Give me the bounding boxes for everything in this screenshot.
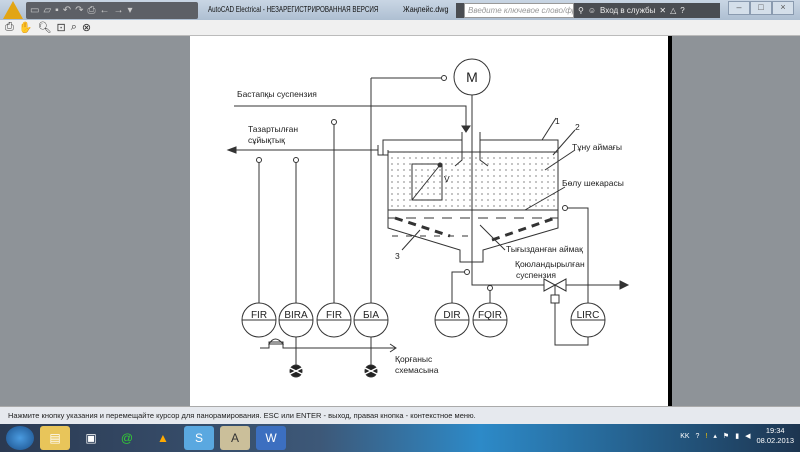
feed-label: Бастапқы суспензия bbox=[237, 89, 317, 99]
clock-date: 08.02.2013 bbox=[756, 436, 794, 445]
close-button[interactable]: × bbox=[772, 1, 794, 15]
window-title: AutoCAD Electrical - НЕЗАРЕГИСТРИРОВАННА… bbox=[208, 5, 379, 14]
undo-icon[interactable]: ↶ bbox=[62, 5, 72, 16]
aimp-icon[interactable]: ▲ bbox=[157, 431, 169, 445]
svg-text:DIR: DIR bbox=[443, 310, 460, 321]
svg-text:FIR: FIR bbox=[326, 310, 342, 321]
settling-zone-fill bbox=[388, 152, 558, 210]
svg-text:LIRC: LIRC bbox=[577, 310, 600, 321]
print-icon[interactable]: ⎙ bbox=[87, 5, 96, 16]
svg-text:БІА: БІА bbox=[363, 310, 379, 321]
skype-icon[interactable]: S bbox=[184, 426, 214, 450]
velocity-label: V bbox=[444, 174, 450, 184]
explorer-icon[interactable]: ▤ bbox=[40, 426, 70, 450]
settling-zone-label: Тұну аймағы bbox=[572, 142, 622, 152]
instrument-bia: БІА bbox=[353, 302, 389, 338]
zoom-previous-icon[interactable]: ⌕ bbox=[70, 21, 77, 33]
clarified-label-1: Тазартылған bbox=[248, 124, 298, 134]
title-bar: ▭▱▪↶↷⎙←→▾ AutoCAD Electrical - НЕЗАРЕГИС… bbox=[0, 0, 800, 20]
file-name: Жаңпейс.dwg bbox=[403, 5, 449, 14]
protection-label-1: Қорғаныс bbox=[395, 354, 433, 364]
motor-label: M bbox=[466, 69, 478, 85]
dropdown-icon[interactable]: ▾ bbox=[127, 5, 133, 16]
quick-access-toolbar: ▭▱▪↶↷⎙←→▾ bbox=[26, 2, 198, 19]
autocad-taskbar-icon[interactable]: A bbox=[220, 426, 250, 450]
pan-hand-icon[interactable]: ✋ bbox=[18, 22, 33, 34]
svg-text:FQIR: FQIR bbox=[478, 310, 502, 321]
network-icon[interactable]: ▮ bbox=[735, 433, 740, 440]
start-button[interactable] bbox=[6, 426, 34, 450]
instrument-fqir: FQIR bbox=[472, 302, 508, 338]
redo-icon[interactable]: ↷ bbox=[75, 5, 84, 16]
svg-text:BIRA: BIRA bbox=[284, 310, 308, 321]
label-3: 3 bbox=[395, 251, 400, 261]
close-preview-icon[interactable]: ⊗ bbox=[81, 22, 92, 34]
command-status-bar: Нажмите кнопку указания и перемещайте ку… bbox=[0, 406, 800, 424]
minimize-button[interactable]: – bbox=[728, 1, 750, 15]
new-icon[interactable]: ▭ bbox=[30, 5, 40, 16]
warning-icon[interactable]: ! bbox=[705, 432, 708, 440]
label-2: 2 bbox=[575, 122, 580, 132]
instrument-fir-1: FIR bbox=[241, 302, 277, 338]
back-icon[interactable]: ← bbox=[99, 5, 110, 16]
media-icon[interactable]: ▣ bbox=[85, 431, 97, 445]
thick-susp-label-1: Қоюландырылған bbox=[515, 259, 585, 269]
svg-text:FIR: FIR bbox=[251, 310, 267, 321]
volume-icon[interactable]: ◀ bbox=[745, 433, 751, 440]
thickened-zone-label: Тығызданған аймақ bbox=[506, 244, 583, 254]
show-hidden-icon[interactable]: ▴ bbox=[713, 433, 717, 440]
exchange-icon[interactable]: ✕ bbox=[659, 6, 667, 15]
help-tray-icon[interactable]: ? bbox=[695, 432, 700, 440]
word-icon[interactable]: W bbox=[256, 426, 286, 450]
thick-susp-label-2: суспензия bbox=[516, 270, 556, 280]
language-indicator[interactable]: KK bbox=[680, 432, 690, 440]
signal-lamp-icon bbox=[364, 364, 378, 378]
search-input[interactable]: Введите ключевое слово/фразу bbox=[464, 3, 574, 18]
forward-icon[interactable]: → bbox=[113, 5, 124, 16]
label-1: 1 bbox=[555, 116, 560, 126]
expand-arrow-icon[interactable] bbox=[456, 3, 464, 18]
open-icon[interactable]: ▱ bbox=[43, 5, 52, 16]
instrument-fir-2: FIR bbox=[316, 302, 352, 338]
user-icon[interactable]: ☺ bbox=[587, 6, 597, 15]
instrument-bira: BIRA bbox=[278, 302, 314, 338]
zoom-window-icon[interactable]: ⊡ bbox=[56, 22, 66, 34]
clarified-label-2: сұйықтық bbox=[248, 135, 285, 145]
save-icon[interactable]: ▪ bbox=[55, 5, 59, 16]
binoculars-icon[interactable]: ⚲ bbox=[578, 6, 584, 15]
help-icon[interactable]: ? bbox=[680, 6, 685, 15]
signal-lamp-icon bbox=[289, 364, 303, 378]
boundary-label: Бөлу шекарасы bbox=[562, 178, 624, 188]
instrument-dir: DIR bbox=[434, 302, 470, 338]
thickener-diagram: M Бастапқы суспензия V Тазартылған сұйық… bbox=[226, 58, 630, 378]
print-icon[interactable]: ⎙ bbox=[5, 21, 14, 33]
maximize-button[interactable]: □ bbox=[750, 1, 772, 15]
protection-label-2: схемасына bbox=[395, 365, 439, 375]
pan-toolbar: ⎙ ✋ 🔍︎ ⊡ ⌕ ⊗ bbox=[0, 20, 800, 36]
clock-time: 19:34 bbox=[765, 426, 785, 435]
zoom-icon[interactable]: 🔍︎ bbox=[37, 22, 52, 34]
instrument-lirc: LIRC bbox=[570, 302, 606, 338]
mail-agent-icon[interactable]: @ bbox=[120, 431, 134, 445]
signin-button[interactable]: Вход в службы bbox=[600, 6, 656, 15]
network-icon[interactable]: △ bbox=[670, 6, 677, 15]
flag-icon[interactable]: ⚑ bbox=[722, 433, 730, 440]
sheet-edge bbox=[668, 36, 672, 406]
